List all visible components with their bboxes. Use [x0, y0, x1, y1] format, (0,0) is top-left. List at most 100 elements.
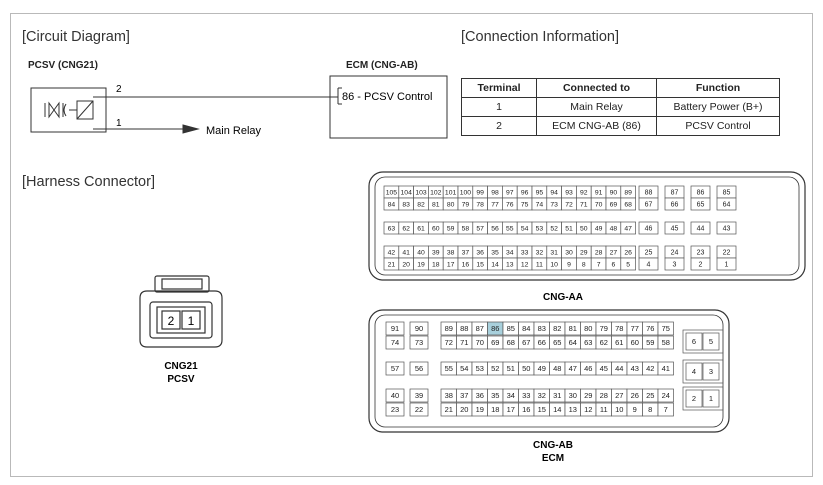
connection-info-title: [Connection Information] [461, 29, 619, 45]
pin-cell [385, 388, 405, 403]
pin-cell [657, 361, 674, 376]
circuit-diagram-title: [Circuit Diagram] [22, 29, 130, 45]
pin-number: 26 [631, 391, 639, 400]
pin-number: 10 [550, 261, 558, 268]
pin-number: 40 [391, 391, 399, 400]
pin-number: 45 [600, 364, 608, 373]
table-row: 2 ECM CNG-AB (86) PCSV Control [461, 116, 780, 136]
pin-number: 95 [536, 189, 544, 196]
cng-aa-label: CNG-AA [543, 292, 583, 303]
pin-number: 35 [491, 391, 499, 400]
pin-number: 87 [671, 190, 679, 197]
pin-number: 46 [645, 226, 653, 233]
pin-number: 24 [671, 250, 679, 257]
pin-number: 20 [402, 261, 410, 268]
pin-number: 56 [415, 364, 423, 373]
pin-number: 54 [460, 364, 468, 373]
pin-number: 57 [476, 225, 484, 232]
pin-number: 5 [626, 261, 630, 268]
pin-number: 1 [709, 394, 713, 403]
pin-number: 90 [610, 189, 618, 196]
pin-number: 23 [697, 250, 705, 257]
pin-number: 85 [723, 190, 731, 197]
cng21-connector [139, 275, 223, 348]
pin-number: 77 [491, 201, 499, 208]
pin-number: 74 [536, 201, 544, 208]
pin-number: 18 [432, 261, 440, 268]
pin-number: 93 [565, 189, 573, 196]
pin-number: 65 [697, 202, 705, 209]
pin-number: 25 [646, 391, 654, 400]
pin-number: 51 [565, 225, 573, 232]
pin-number: 13 [506, 261, 514, 268]
pin-number: 67 [645, 202, 653, 209]
pin-number: 103 [415, 189, 427, 196]
pin-number: 59 [447, 225, 455, 232]
pin-number: 34 [506, 249, 514, 256]
pin-number: 32 [536, 249, 544, 256]
pin-number: 17 [447, 261, 455, 268]
pin-number: 22 [415, 405, 423, 414]
pin-number: 38 [445, 391, 453, 400]
pin-number: 56 [491, 225, 499, 232]
pin-number: 35 [491, 249, 499, 256]
pin-number: 33 [522, 391, 530, 400]
pcsv-component-box [30, 87, 107, 133]
cng-ab-label: CNG-AB [533, 440, 573, 451]
connector-body [139, 290, 223, 348]
pin-number: 10 [615, 405, 623, 414]
pin-number: 82 [417, 201, 425, 208]
cell-terminal: 2 [461, 116, 537, 136]
pin-number: 52 [491, 364, 499, 373]
pin-number: 67 [522, 338, 530, 347]
pin-number: 61 [615, 338, 623, 347]
pin-number: 7 [664, 405, 668, 414]
cng21-label: CNG21 [164, 361, 198, 372]
pin-number: 44 [697, 226, 705, 233]
cell-connected-to: ECM CNG-AB (86) [536, 116, 657, 136]
pin-number: 76 [646, 324, 654, 333]
pin-number: 33 [521, 249, 529, 256]
pin-number: 86 [491, 324, 499, 333]
pin-number: 45 [671, 226, 679, 233]
pin-number: 55 [445, 364, 453, 373]
pin-number: 18 [491, 405, 499, 414]
pin-number: 3 [709, 367, 713, 376]
pin-cell [409, 321, 429, 336]
pin-number: 41 [662, 364, 670, 373]
connection-table: Terminal Connected to Function 1 Main Re… [461, 78, 780, 136]
pin-number: 63 [388, 225, 396, 232]
pin-label-2: 2 [116, 84, 122, 95]
pin-number: 76 [506, 201, 514, 208]
pin-number: 1 [725, 262, 729, 269]
ecm-component-box [329, 75, 448, 139]
pin-number: 81 [569, 324, 577, 333]
pin-cell [385, 321, 405, 336]
pin-number: 31 [553, 391, 561, 400]
pin-cell [620, 197, 636, 211]
pin-number: 52 [550, 225, 558, 232]
circuit-schematic [30, 75, 448, 139]
pin-number: 82 [553, 324, 561, 333]
pin-number: 25 [645, 250, 653, 257]
pin-box [181, 310, 201, 330]
pcsv-label: PCSV (CNG21) [28, 60, 99, 71]
pin-number: 27 [610, 249, 618, 256]
pin-number: 42 [388, 249, 396, 256]
pin-cell [702, 362, 720, 381]
pin-cell [716, 257, 737, 271]
pin-number: 73 [415, 338, 423, 347]
pin-number: 73 [550, 201, 558, 208]
pin-cell [657, 388, 674, 403]
ecm-connector-label: ECM [542, 453, 564, 464]
pin-cell [409, 335, 429, 350]
pin-number: 13 [569, 405, 577, 414]
pin-number: 78 [615, 324, 623, 333]
pin-number: 16 [522, 405, 530, 414]
pin-number: 14 [553, 405, 561, 414]
pin-number: 70 [476, 338, 484, 347]
pin-number: 44 [615, 364, 623, 373]
diagram-frame [10, 13, 813, 477]
